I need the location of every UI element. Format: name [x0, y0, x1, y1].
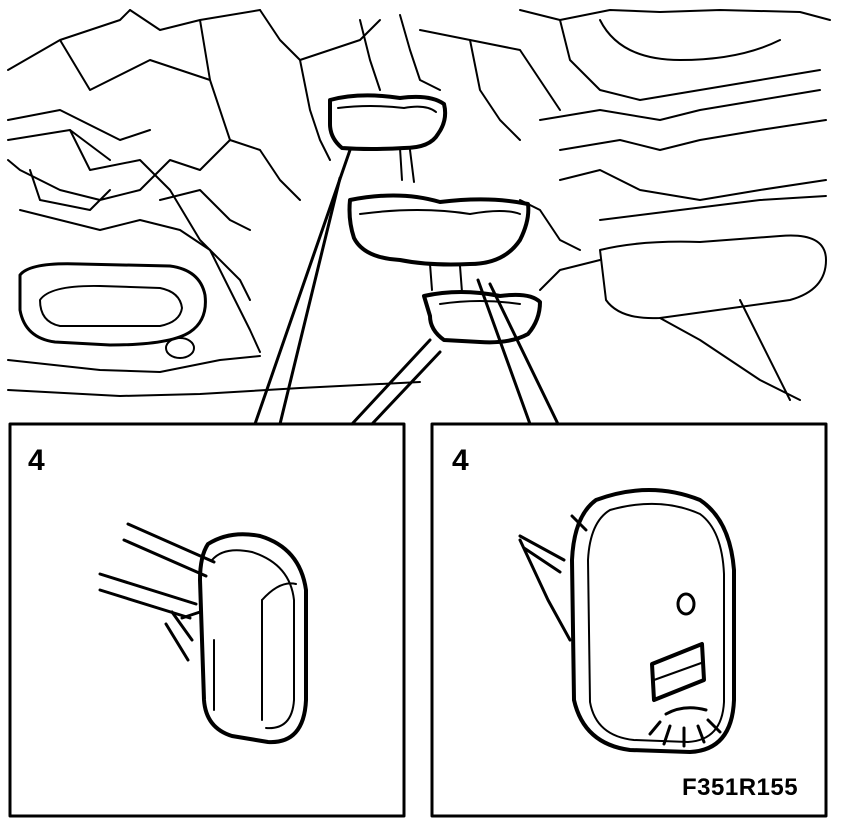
indicator-light-icon: [676, 592, 696, 616]
figure-code: F351R155: [682, 774, 799, 801]
overview-switch-upper: [328, 93, 448, 183]
overview-switch-lower: [422, 290, 542, 345]
switch-side-view: [98, 522, 308, 745]
interior-light-icon: [648, 706, 722, 748]
callout-number-left: 4: [28, 444, 45, 477]
light-switch-front-view: [518, 488, 736, 754]
detail-panel-right: [430, 422, 828, 818]
dashboard-overview: [7, 9, 831, 401]
rocker-button: [650, 642, 706, 702]
overview-switch-middle: [347, 193, 531, 293]
callout-leader-lines: [253, 148, 560, 426]
callout-number-right: 4: [452, 444, 469, 477]
detail-panel-left: [8, 422, 406, 818]
